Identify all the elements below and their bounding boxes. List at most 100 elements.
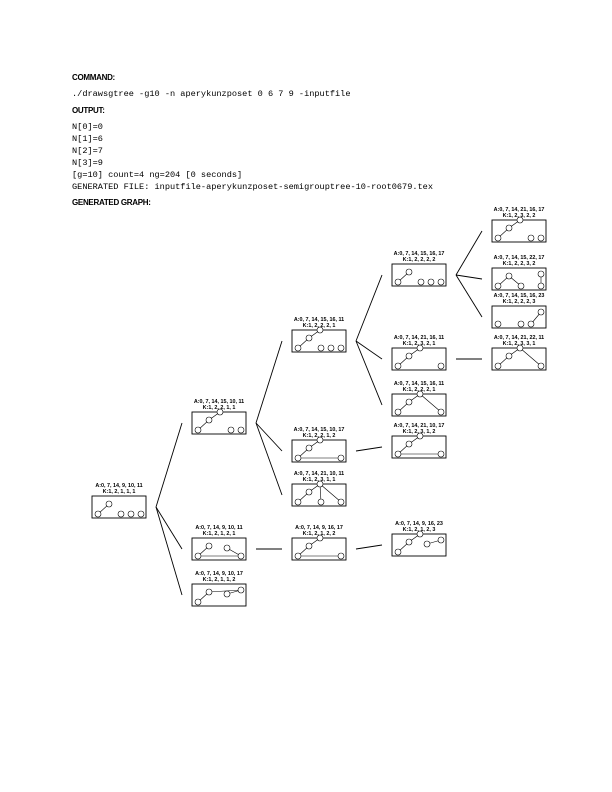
tree-node: A:0, 7, 14, 9, 10, 17K:1, 2, 1, 1, 2: [191, 571, 247, 607]
tree-node: A:0, 7, 14, 15, 16, 11K:1, 2, 2, 2, 1: [291, 317, 347, 353]
poset-vertex: [505, 272, 513, 280]
poset-vertex: [227, 426, 235, 434]
tree-edge: [155, 506, 183, 550]
poset-vertex: [216, 408, 224, 416]
poset-vertex: [505, 224, 513, 232]
poset-vertex: [437, 362, 445, 370]
tree-edge: [355, 340, 383, 406]
tree-node: A:0, 7, 14, 21, 22, 11K:1, 2, 3, 3, 1: [491, 335, 547, 371]
poset-vertex: [337, 552, 345, 560]
poset-vertex: [494, 234, 502, 242]
node-kunz-label: K:1, 2, 3, 1, 2: [403, 429, 436, 435]
poset-vertex: [305, 444, 313, 452]
poset-vertex: [405, 538, 413, 546]
poset-vertex: [517, 320, 525, 328]
node-kunz-label: K:1, 2, 2, 2, 1: [403, 387, 436, 393]
poset-vertex: [537, 362, 545, 370]
node-apery-label: A:0, 7, 14, 21, 10, 11: [294, 471, 344, 477]
tree-node: A:0, 7, 14, 21, 10, 17K:1, 2, 3, 1, 2: [391, 423, 447, 459]
tree-edge: [355, 340, 383, 360]
poset-vertex: [423, 540, 431, 548]
poset-vertex: [427, 278, 435, 286]
node-apery-label: A:0, 7, 14, 9, 10, 11: [95, 483, 142, 489]
output-line: N[2]=7: [72, 146, 103, 156]
poset-edge: [419, 393, 442, 413]
poset-vertex: [337, 454, 345, 462]
tree-edge: [355, 274, 383, 342]
poset-vertex: [327, 344, 335, 352]
poset-vertex: [317, 344, 325, 352]
poset-vertex: [405, 440, 413, 448]
tree-edge: [155, 506, 183, 596]
poset-vertex: [416, 344, 424, 352]
poset-vertex: [417, 278, 425, 286]
node-box: [191, 583, 247, 607]
poset-vertex: [294, 344, 302, 352]
poset-vertex: [437, 536, 445, 544]
node-kunz-label: K:1, 2, 1, 2, 3: [403, 527, 436, 533]
poset-vertex: [494, 282, 502, 290]
poset-vertex: [437, 408, 445, 416]
poset-vertex: [316, 480, 324, 488]
node-apery-label: A:0, 7, 14, 15, 16, 11: [394, 381, 444, 387]
node-apery-label: A:0, 7, 14, 15, 16, 11: [294, 317, 344, 323]
tree-edge: [255, 340, 283, 424]
poset-vertex: [194, 598, 202, 606]
command-label: COMMAND:: [72, 73, 115, 82]
poset-vertex: [316, 436, 324, 444]
node-kunz-label: K:1, 2, 2, 2, 1: [303, 323, 336, 329]
command-text: ./drawsgtree -g10 -n aperykunzposet 0 6 …: [72, 89, 351, 99]
output-line: N[0]=0: [72, 122, 103, 132]
node-apery-label: A:0, 7, 14, 15, 16, 23: [494, 293, 545, 299]
node-apery-label: A:0, 7, 14, 15, 22, 17: [494, 255, 545, 261]
node-box: [191, 537, 247, 561]
poset-vertex: [437, 450, 445, 458]
tree-edge: [455, 274, 483, 280]
poset-vertex: [494, 362, 502, 370]
poset-vertex: [537, 270, 545, 278]
poset-vertex: [117, 510, 125, 518]
poset-vertex: [537, 308, 545, 316]
node-apery-label: A:0, 7, 14, 21, 16, 11: [394, 335, 444, 341]
node-kunz-label: K:1, 2, 2, 2, 2: [403, 257, 436, 263]
node-kunz-label: K:1, 2, 2, 1, 2: [303, 433, 336, 439]
node-kunz-label: K:1, 2, 1, 2, 1: [203, 531, 236, 537]
poset-vertex: [394, 408, 402, 416]
tree-node: A:0, 7, 14, 15, 16, 23K:1, 2, 2, 2, 3: [491, 293, 547, 329]
poset-vertex: [527, 234, 535, 242]
generated-graph-label: GENERATED GRAPH:: [72, 198, 151, 207]
tree-node: A:0, 7, 14, 15, 16, 11K:1, 2, 2, 2, 1: [391, 381, 447, 417]
node-apery-label: A:0, 7, 14, 9, 16, 17: [295, 525, 343, 531]
output-line: N[1]=6: [72, 134, 103, 144]
node-kunz-label: K:1, 2, 1, 2, 2: [303, 531, 336, 537]
node-apery-label: A:0, 7, 14, 9, 16, 23: [395, 521, 443, 527]
poset-vertex: [317, 498, 325, 506]
poset-vertex: [416, 390, 424, 398]
node-kunz-label: K:1, 2, 2, 1, 1: [203, 405, 236, 411]
tree-node: A:0, 7, 14, 9, 10, 11K:1, 2, 1, 2, 1: [191, 525, 247, 561]
poset-vertex: [237, 552, 245, 560]
poset-vertex: [305, 488, 313, 496]
poset-vertex: [537, 234, 545, 242]
poset-vertex: [127, 510, 135, 518]
tree-node: A:0, 7, 14, 9, 10, 11K:1, 2, 1, 1, 1: [91, 483, 147, 519]
poset-vertex: [394, 450, 402, 458]
poset-edge: [319, 483, 342, 503]
poset-vertex: [137, 510, 145, 518]
node-kunz-label: K:1, 2, 3, 2, 2: [503, 213, 536, 219]
poset-vertex: [294, 498, 302, 506]
poset-vertex: [205, 588, 213, 596]
node-apery-label: A:0, 7, 14, 9, 10, 17: [195, 571, 243, 577]
poset-vertex: [205, 416, 213, 424]
tree-node: A:0, 7, 14, 15, 16, 17K:1, 2, 2, 2, 2: [391, 251, 447, 287]
node-apery-label: A:0, 7, 14, 9, 10, 11: [195, 525, 242, 531]
poset-vertex: [505, 352, 513, 360]
tree-node: A:0, 7, 14, 15, 10, 17K:1, 2, 2, 1, 2: [291, 427, 347, 463]
tree-node: A:0, 7, 14, 21, 10, 11K:1, 2, 3, 1, 1: [291, 471, 347, 507]
poset-vertex: [223, 544, 231, 552]
poset-vertex: [294, 454, 302, 462]
node-apery-label: A:0, 7, 14, 15, 10, 17: [294, 427, 345, 433]
tree-node: A:0, 7, 14, 15, 10, 11K:1, 2, 2, 1, 1: [191, 399, 247, 435]
node-kunz-label: K:1, 2, 1, 1, 2: [203, 577, 236, 583]
